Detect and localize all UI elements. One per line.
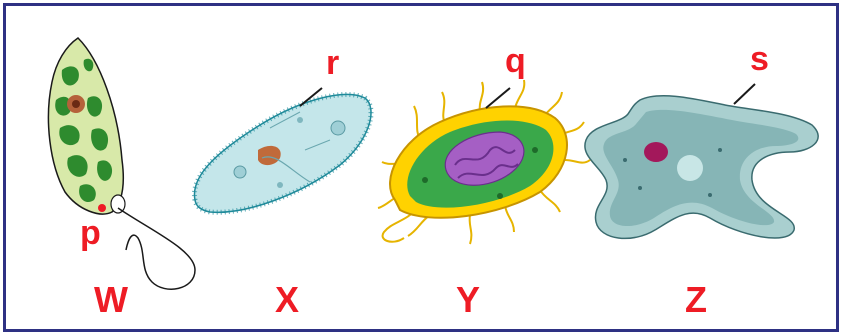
pointer-line-s xyxy=(734,84,755,104)
label-q: q xyxy=(505,44,526,78)
label-s: s xyxy=(750,42,769,76)
euglena-drawing xyxy=(48,38,195,289)
label-r: r xyxy=(326,46,339,80)
caption-x: X xyxy=(275,282,299,318)
bacterium-drawing xyxy=(378,80,590,244)
caption-w: W xyxy=(94,282,128,318)
amoeba-drawing xyxy=(585,96,818,239)
caption-y: Y xyxy=(456,282,480,318)
caption-z: Z xyxy=(685,282,707,318)
paramecium-drawing xyxy=(194,94,371,212)
pointer-line-q xyxy=(486,88,510,108)
label-p: p xyxy=(80,216,101,250)
